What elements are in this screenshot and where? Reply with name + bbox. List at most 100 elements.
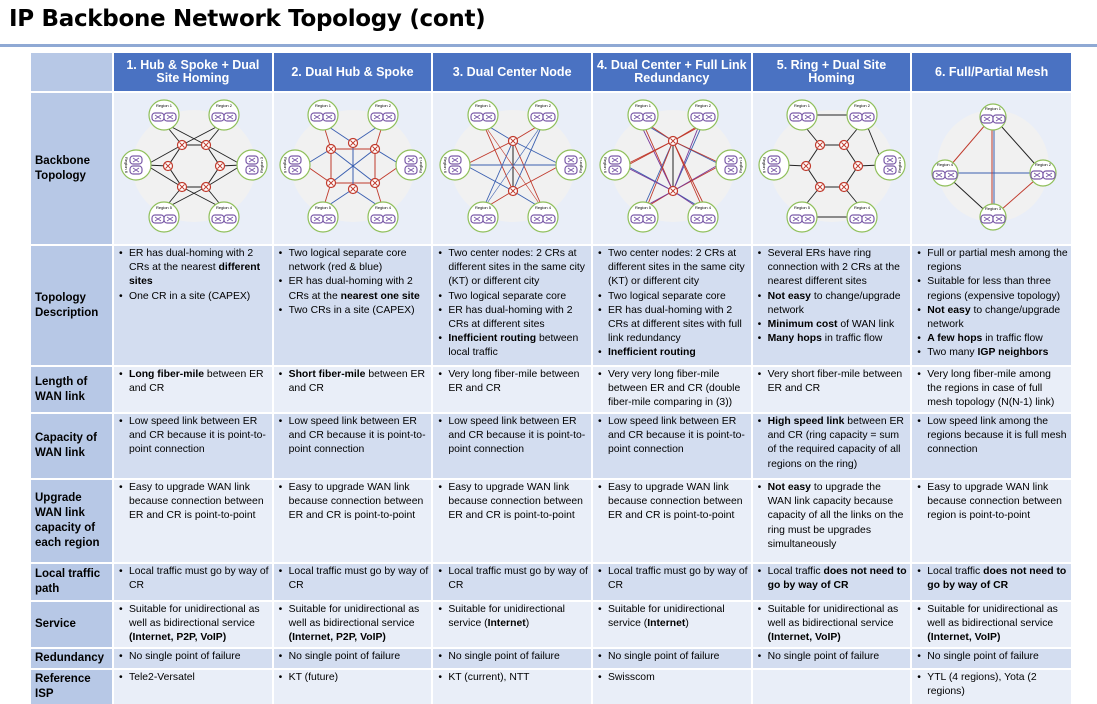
bold-text: Not easy bbox=[767, 482, 811, 493]
region-region-3: Region 3 bbox=[874, 149, 907, 181]
bullet-item: Local traffic does not need to go by way… bbox=[758, 565, 908, 593]
bullet-item: Long fiber-mile between ER and CR bbox=[119, 368, 269, 396]
region-region-2: Region 2 bbox=[367, 99, 400, 131]
router-icon bbox=[482, 112, 496, 122]
row-label: Service bbox=[31, 600, 113, 648]
cell-col-6: Very long fiber-mile among the regions i… bbox=[910, 365, 1071, 413]
text: Very very long fiber-mile between ER and… bbox=[607, 369, 741, 409]
bullet-item: ER has dual-homing with 2 CRs at the nea… bbox=[119, 247, 269, 290]
text: Easy to upgrade WAN link because connect… bbox=[129, 482, 264, 522]
bullet-item: Very short fiber-mile between ER and CR bbox=[758, 368, 908, 396]
router-icon bbox=[944, 170, 958, 180]
region-label: Region 5 bbox=[794, 205, 811, 210]
bullet-item: Minimum cost of WAN link bbox=[758, 318, 908, 332]
bullet-list: Very long fiber-mile among the regions i… bbox=[915, 368, 1068, 411]
region-region-1: Region 1 bbox=[627, 99, 659, 131]
core-router-icon bbox=[176, 181, 187, 193]
text: Two logical separate core bbox=[607, 290, 726, 302]
text: Low speed link between ER and CR because… bbox=[129, 416, 266, 456]
row-local-traffic-path: Local traffic path Local traffic must go… bbox=[31, 562, 1071, 601]
region-region-6: Region 6 bbox=[120, 149, 152, 181]
bullet-list: Low speed link between ER and CR because… bbox=[117, 415, 269, 458]
bullet-item: Local traffic must go by way of CR bbox=[279, 565, 429, 593]
text: ER has dual-homing with 2 CRs at differe… bbox=[607, 304, 742, 345]
link-line bbox=[205, 144, 243, 166]
bold-text: Minimum cost bbox=[767, 319, 838, 331]
cell-col-4: Suitable for unidirectional service (Int… bbox=[590, 600, 752, 648]
router-icon bbox=[542, 214, 556, 224]
bullet-item: Not easy to change/upgrade network bbox=[758, 290, 908, 318]
region-region-3: Region 3 bbox=[555, 149, 587, 181]
cell-col-5: Local traffic does not need to go by way… bbox=[750, 562, 912, 601]
row-label: Upgrade WAN link capacity of each region bbox=[31, 478, 113, 563]
bullet-list: Very short fiber-mile between ER and CR bbox=[756, 368, 908, 396]
bullet-item: Suitable for unidirectional as well as b… bbox=[758, 603, 908, 646]
core-router-icon bbox=[839, 181, 850, 193]
link-line bbox=[145, 164, 183, 188]
bullet-list: High speed link between ER and CR (ring … bbox=[756, 415, 908, 472]
router-icon bbox=[861, 214, 876, 224]
bullet-list: Two center nodes: 2 CRs at different sit… bbox=[436, 247, 588, 361]
region-region-3: Region 3 bbox=[715, 149, 747, 181]
bullet-item: No single point of failure bbox=[119, 650, 269, 664]
bullet-item: Two center nodes: 2 CRs at different sit… bbox=[598, 247, 748, 290]
bullet-list: KT (current), NTT bbox=[436, 671, 588, 685]
bullet-list: Local traffic must go by way of CR bbox=[596, 565, 748, 593]
bullet-item: Low speed link between ER and CR because… bbox=[598, 415, 748, 458]
text: One CR in a site (CAPEX) bbox=[129, 290, 251, 302]
bullet-list: Not easy to upgrade the WAN link capacit… bbox=[756, 481, 908, 552]
bold-text: does not need to go by way of CR bbox=[927, 566, 1067, 592]
core-router-icon bbox=[200, 181, 211, 193]
router-icon bbox=[564, 155, 578, 165]
row-length-of-wan-link: Length of WAN link Long fiber-mile betwe… bbox=[31, 365, 1071, 413]
region-label: Region 6 bbox=[124, 157, 129, 174]
core-router-icon bbox=[370, 143, 381, 155]
bullet-list: Suitable for unidirectional as well as b… bbox=[915, 603, 1068, 646]
cell-col-3: Very long fiber-mile between ER and CR bbox=[431, 365, 592, 413]
link-line bbox=[482, 140, 514, 210]
cell-col-2: No single point of failure bbox=[271, 646, 433, 669]
cell-col-5: Not easy to upgrade the WAN link capacit… bbox=[750, 478, 912, 563]
text: Low speed link between ER and CR because… bbox=[607, 416, 745, 456]
router-icon bbox=[370, 112, 385, 122]
text: No single point of failure bbox=[288, 650, 401, 662]
link-line bbox=[205, 164, 243, 188]
topology-comparison-table: 1. Hub & Spoke + Dual Site Homing 2. Dua… bbox=[31, 53, 1071, 704]
bullet-item: YTL (4 regions), Yota (2 regions) bbox=[917, 671, 1068, 699]
text: YTL (4 regions), Yota (2 regions) bbox=[927, 671, 1037, 697]
region-region-4: Region 4 bbox=[846, 201, 879, 233]
router-icon bbox=[992, 114, 1006, 124]
region-label: Region 4 bbox=[937, 162, 954, 167]
core-router-icon bbox=[815, 139, 826, 151]
bullet-item: Suitable for unidirectional as well as b… bbox=[119, 603, 269, 646]
text: to change/upgrade network bbox=[767, 290, 901, 316]
text: Two center nodes: 2 CRs at different sit… bbox=[607, 248, 745, 288]
region-label: Region 2 bbox=[854, 103, 871, 108]
region-region_3: Region 3 bbox=[979, 203, 1007, 231]
router-icon bbox=[642, 214, 656, 224]
bullet-item: No single point of failure bbox=[598, 650, 748, 664]
region-region-6: Region 6 bbox=[599, 149, 631, 181]
text: Local traffic must go by way of CR bbox=[607, 566, 748, 592]
router-icon bbox=[482, 214, 496, 224]
core-router-icon bbox=[200, 139, 211, 151]
title-underline bbox=[0, 44, 1097, 47]
bullet-item: Full or partial mesh among the regions bbox=[917, 247, 1068, 275]
bold-text: (Internet, VoIP) bbox=[767, 632, 841, 644]
cell-col-1: Long fiber-mile between ER and CR bbox=[112, 365, 273, 413]
row-label: Length of WAN link bbox=[31, 365, 113, 413]
cell-col-4: No single point of failure bbox=[590, 646, 752, 669]
core-router-icon bbox=[508, 185, 519, 197]
region-region_1: Region 1 bbox=[979, 103, 1007, 131]
cell-col-2: KT (future) bbox=[271, 667, 433, 704]
text: Two logical separate core bbox=[448, 290, 567, 302]
bold-text: Many hops bbox=[767, 333, 822, 345]
router-icon bbox=[448, 165, 462, 175]
router-icon bbox=[382, 214, 397, 224]
text: between ER and CR bbox=[129, 369, 264, 395]
router-icon bbox=[223, 112, 237, 122]
router-icon bbox=[129, 155, 143, 165]
router-icon bbox=[370, 214, 385, 224]
router-icon bbox=[470, 214, 484, 224]
